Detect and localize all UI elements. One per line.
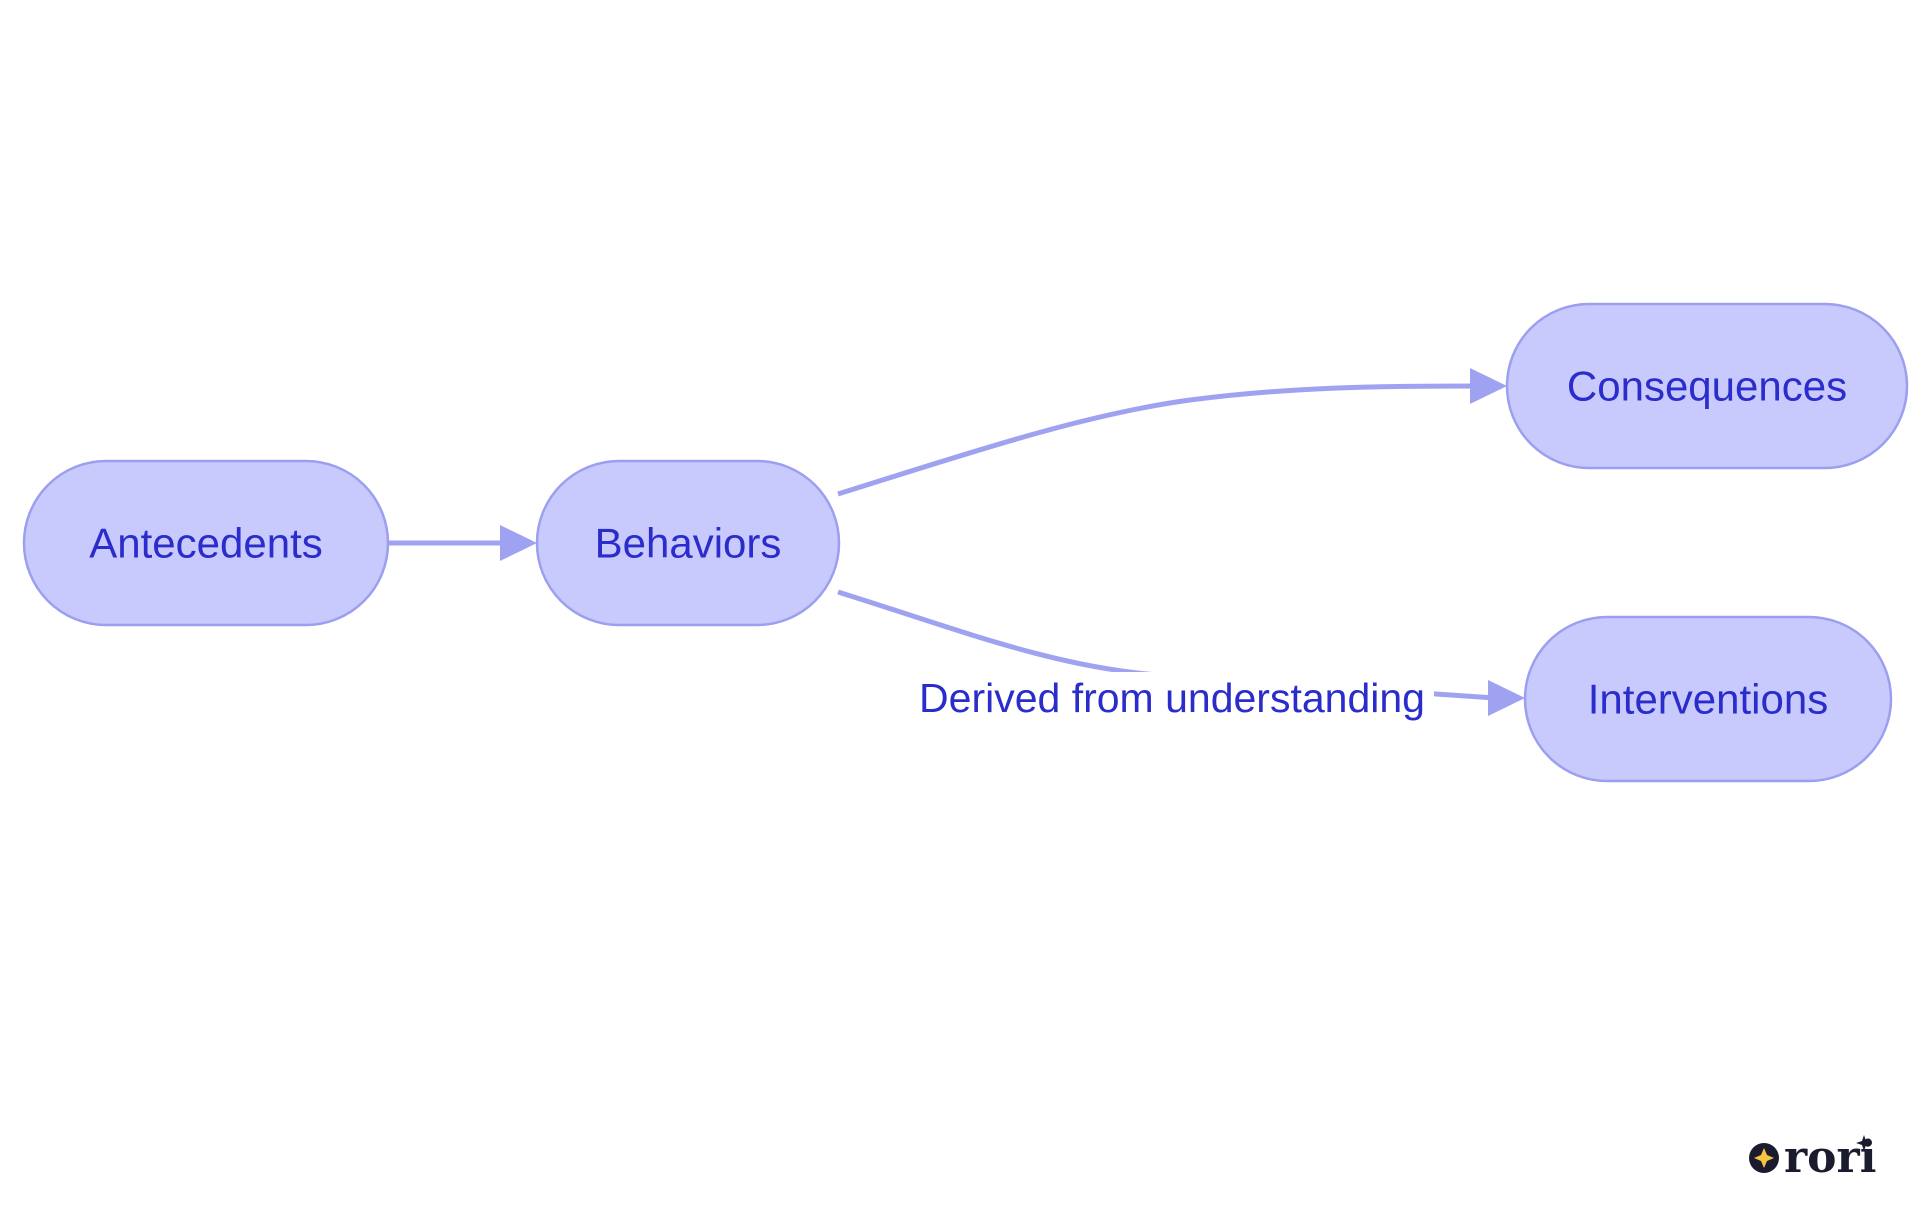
node-behaviors[interactable]: Behaviors [535, 459, 841, 627]
rori-logo: rori [1749, 1132, 1876, 1183]
node-label: Antecedents [89, 520, 323, 567]
node-interventions[interactable]: Interventions [1523, 615, 1893, 783]
edge-antecedents-behaviors [388, 525, 537, 561]
edge-label-derived-from-understanding: Derived from understanding [919, 675, 1425, 721]
edge-label-background [910, 672, 1434, 724]
edge-behaviors-consequences [837, 368, 1507, 497]
node-consequences[interactable]: Consequences [1505, 302, 1909, 470]
node-label: Consequences [1567, 363, 1847, 410]
node-label: Behaviors [595, 520, 782, 567]
node-antecedents[interactable]: Antecedents [22, 459, 390, 627]
node-label: Interventions [1588, 676, 1828, 723]
logo-sparkle-icon [1856, 1135, 1872, 1151]
logo-wordmark: rori [1784, 1132, 1876, 1183]
logo-star-icon [1754, 1148, 1774, 1168]
edge-behaviors-interventions: Derived from understanding [837, 589, 1525, 724]
